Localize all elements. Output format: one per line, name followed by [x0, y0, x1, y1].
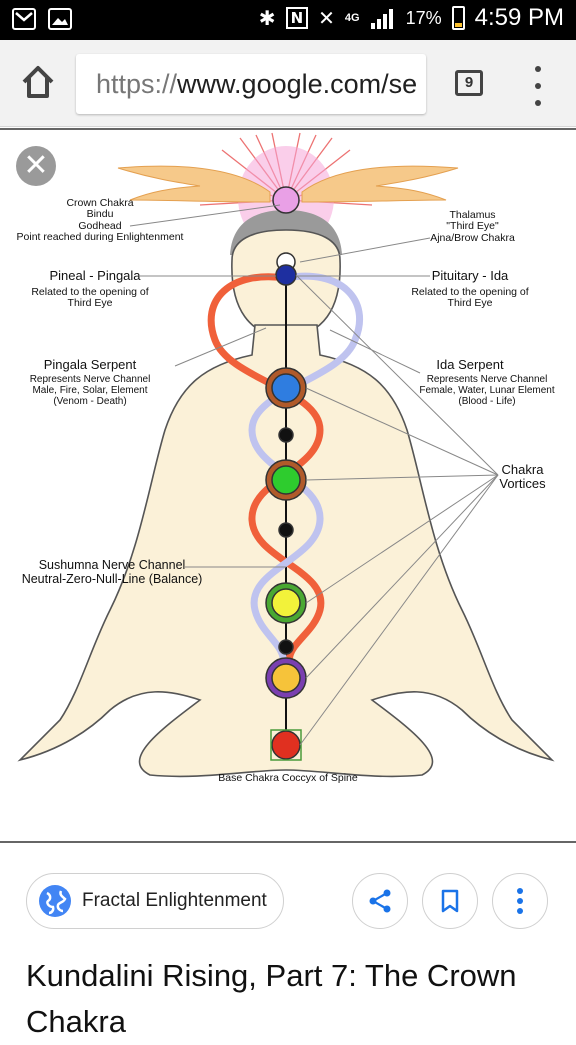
label-pituitary-sub: Related to the opening of Third Eye [411, 286, 529, 310]
nfc-icon: N [285, 7, 309, 29]
image-preview[interactable]: ✕ [0, 128, 576, 843]
globe-icon [39, 885, 71, 917]
clock: 4:59 PM [474, 4, 564, 31]
label-pineal-sub: Related to the opening of Third Eye [31, 286, 149, 310]
network-type: 4G [344, 12, 360, 24]
label-pineal: Pineal - Pingala [49, 268, 141, 283]
system-icons: ✱ N ✕ 4G 17% 4:59 PM [259, 4, 564, 32]
source-chip[interactable]: Fractal Enlightenment [26, 873, 284, 929]
url-scheme: https:// [96, 69, 178, 99]
battery-percent: 17% [405, 7, 442, 28]
more-vert-icon [517, 888, 523, 914]
label-base-chakra: Base Chakra Coccyx of Spine [218, 772, 358, 784]
status-bar: ✱ N ✕ 4G 17% 4:59 PM [0, 0, 576, 40]
tab-switcher-button[interactable]: 9 [455, 70, 483, 96]
url-text: www.google.com/se [177, 69, 418, 99]
label-pingala-sub: Represents Nerve Channel Male, Fire, Sol… [29, 374, 151, 407]
browser-menu-button[interactable] [528, 66, 548, 106]
result-title[interactable]: Kundalini Rising, Part 7: The Crown Chak… [26, 958, 517, 1039]
label-chakra-vortices: Chakra Vortices [499, 462, 546, 492]
label-pituitary: Pituitary - Ida [431, 268, 509, 283]
more-options-button[interactable] [492, 873, 548, 929]
wings [117, 165, 459, 203]
home-icon [22, 66, 54, 98]
save-button[interactable] [422, 873, 478, 929]
bookmark-icon [441, 889, 459, 913]
share-icon [369, 889, 391, 913]
gmail-icon [12, 8, 36, 30]
label-thalamus: Thalamus "Third Eye" Ajna/Brow Chakra [430, 209, 515, 244]
gallery-icon [48, 8, 72, 30]
label-pingala-serpent: Pingala Serpent [43, 357, 137, 372]
close-image-button[interactable]: ✕ [16, 146, 56, 186]
home-button[interactable] [18, 62, 58, 102]
label-crown-chakra: Crown Chakra Bindu Godhead Point reached… [16, 197, 184, 243]
source-name: Fractal Enlightenment [82, 890, 267, 911]
menu-dot [535, 66, 541, 72]
address-bar[interactable]: https://www.google.com/se [76, 54, 426, 114]
notification-icons [12, 8, 72, 30]
mute-icon: ✕ [318, 6, 335, 30]
result-info: Fractal Enlightenment Kundalini Rising, … [0, 845, 576, 1039]
menu-dot [535, 83, 541, 89]
label-ida-sub: Represents Nerve Channel Female, Water, … [419, 374, 555, 407]
label-sushumna: Sushumna Nerve Channel Neutral-Zero-Null… [21, 558, 203, 586]
chakra-circles [265, 186, 307, 760]
menu-dot [535, 100, 541, 106]
browser-toolbar: https://www.google.com/se 9 [0, 40, 576, 127]
battery-icon [451, 6, 465, 30]
bluetooth-icon: ✱ [258, 6, 276, 30]
leader-lines [129, 204, 499, 746]
chakra-illustration [17, 132, 555, 778]
label-ida-serpent: Ida Serpent [436, 357, 504, 372]
signal-icon [370, 9, 393, 29]
share-button[interactable] [352, 873, 408, 929]
